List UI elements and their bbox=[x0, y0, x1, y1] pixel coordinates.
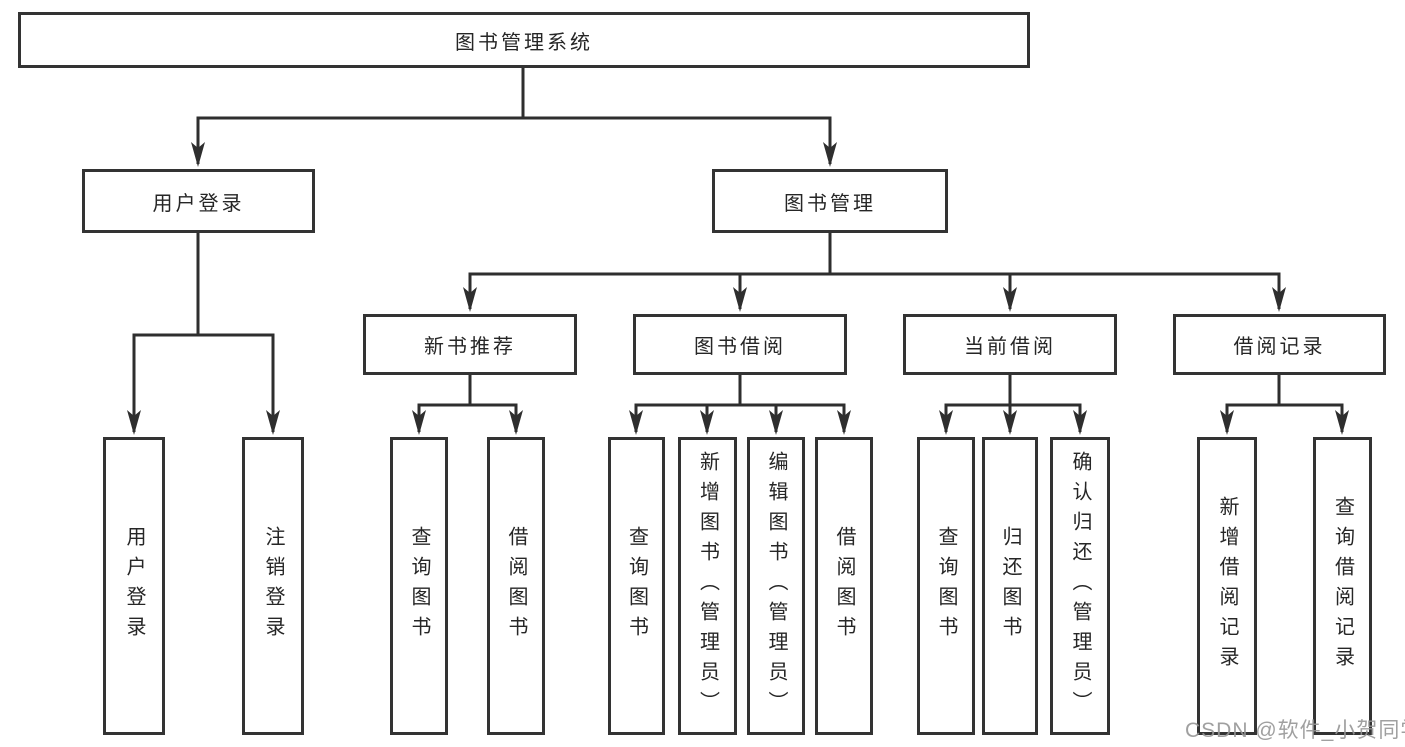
node-label: 用户登录 bbox=[123, 526, 145, 646]
arrowhead bbox=[463, 287, 477, 312]
node-current-borrowing: 当前借阅 bbox=[903, 314, 1117, 375]
arrowhead bbox=[733, 287, 747, 312]
arrowhead bbox=[1003, 287, 1017, 312]
node-book-borrowing: 图书借阅 bbox=[633, 314, 847, 375]
arrowhead bbox=[266, 410, 280, 435]
leaf-borrowing-borrow-books: 借阅图书 bbox=[815, 437, 873, 735]
arrowhead bbox=[1073, 410, 1087, 435]
arrowhead bbox=[629, 410, 643, 435]
arrowhead bbox=[1335, 410, 1349, 435]
node-label: 注销登录 bbox=[262, 526, 284, 646]
node-book-management: 图书管理 bbox=[712, 169, 948, 233]
node-label: 图书借阅 bbox=[694, 336, 786, 358]
node-label: 新增借阅记录 bbox=[1216, 496, 1238, 676]
csdn-watermark: CSDN @软件_小贺同学 bbox=[1185, 719, 1405, 742]
node-user-login: 用户登录 bbox=[82, 169, 315, 233]
arrowhead bbox=[1003, 410, 1017, 435]
leaf-newbook-borrow-books: 借阅图书 bbox=[487, 437, 545, 735]
node-label: 图书管理系统 bbox=[455, 31, 593, 54]
leaf-current-query-books: 查询图书 bbox=[917, 437, 975, 735]
arrowhead bbox=[412, 410, 426, 435]
node-library-management-system: 图书管理系统 bbox=[18, 12, 1030, 68]
leaf-records-add-borrow-record: 新增借阅记录 bbox=[1197, 437, 1257, 735]
edge-new-book-children bbox=[417, 375, 518, 432]
edge-root-to-level1 bbox=[196, 68, 832, 164]
leaf-current-return-books: 归还图书 bbox=[982, 437, 1038, 735]
leaf-newbook-query-books: 查询图书 bbox=[390, 437, 448, 735]
edge-user-login-children bbox=[132, 233, 275, 432]
arrowhead bbox=[769, 410, 783, 435]
node-new-book-recommendation: 新书推荐 bbox=[363, 314, 577, 375]
arrowhead bbox=[191, 142, 205, 167]
node-label: 查询图书 bbox=[408, 526, 430, 646]
node-label: 图书管理 bbox=[784, 192, 876, 215]
edge-borrowing-records-children bbox=[1225, 375, 1344, 432]
leaf-user-login: 用户登录 bbox=[103, 437, 165, 735]
node-label: 查询图书 bbox=[625, 526, 648, 646]
node-label: 借阅图书 bbox=[833, 526, 855, 646]
arrowhead bbox=[127, 410, 141, 435]
leaf-current-confirm-return-admin: 确认归还（管理员） bbox=[1050, 437, 1110, 735]
arrowhead bbox=[1272, 287, 1286, 312]
node-label: 借阅记录 bbox=[1233, 336, 1326, 358]
edge-book-management-children bbox=[468, 233, 1281, 309]
leaf-logout: 注销登录 bbox=[242, 437, 304, 735]
node-label: 确认归还（管理员） bbox=[1069, 451, 1091, 721]
node-label: 编辑图书（管理员） bbox=[765, 451, 787, 721]
node-borrowing-records: 借阅记录 bbox=[1173, 314, 1386, 375]
edge-book-borrowing-children bbox=[634, 375, 846, 432]
arrowhead bbox=[939, 410, 953, 435]
node-label: 新增图书（管理员） bbox=[696, 451, 719, 721]
arrowhead bbox=[823, 142, 837, 167]
leaf-records-query-borrow-record: 查询借阅记录 bbox=[1313, 437, 1372, 735]
node-label: 当前借阅 bbox=[964, 336, 1056, 358]
arrowhead bbox=[509, 410, 523, 435]
arrowhead bbox=[700, 410, 714, 435]
node-label: 用户登录 bbox=[152, 192, 245, 215]
arrowhead bbox=[837, 410, 851, 435]
node-label: 归还图书 bbox=[999, 526, 1021, 646]
leaf-borrowing-edit-book-admin: 编辑图书（管理员） bbox=[747, 437, 805, 735]
edge-current-borrowing-children bbox=[944, 375, 1082, 432]
node-label: 新书推荐 bbox=[424, 336, 516, 358]
leaf-borrowing-add-book-admin: 新增图书（管理员） bbox=[678, 437, 737, 735]
arrowhead bbox=[1220, 410, 1234, 435]
node-label: 借阅图书 bbox=[505, 526, 527, 646]
node-label: 查询图书 bbox=[935, 526, 957, 646]
leaf-borrowing-query-books: 查询图书 bbox=[608, 437, 665, 735]
node-label: 查询借阅记录 bbox=[1331, 496, 1354, 676]
